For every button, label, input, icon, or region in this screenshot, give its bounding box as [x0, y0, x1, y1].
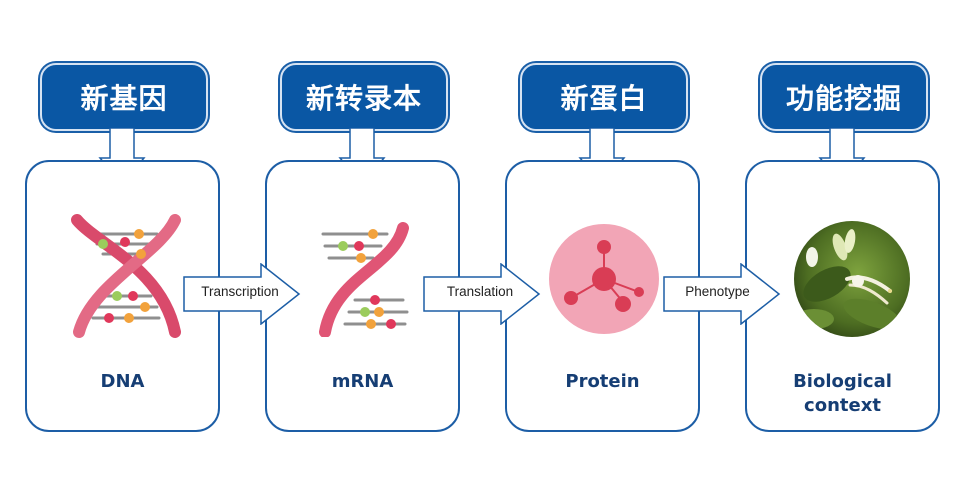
label-phenotype: Phenotype	[685, 284, 750, 299]
plant-photo-icon	[794, 221, 910, 337]
label-translation: Translation	[446, 284, 514, 299]
header-new-transcript: 新转录本	[280, 63, 448, 131]
header-new-protein: 新蛋白	[520, 63, 688, 131]
header-function-mining: 功能挖掘	[760, 63, 928, 131]
flow-arrow-icon	[663, 263, 781, 325]
label-mrna: mRNA	[331, 371, 394, 392]
header-new-gene: 新基因	[40, 63, 208, 131]
label-transcription: Transcription	[201, 284, 279, 299]
flow-arrow-icon	[183, 263, 301, 325]
label-protein: Protein	[565, 371, 640, 392]
flow-arrow-icon	[423, 263, 541, 325]
protein-molecule-icon	[549, 224, 659, 334]
label-dna: DNA	[100, 371, 145, 392]
label-line-2: context	[804, 395, 881, 416]
dna-helix-icon	[71, 214, 181, 338]
mrna-strand-icon	[319, 222, 409, 337]
label-line-1: Biological	[793, 371, 892, 392]
label-biological-context: Biological context	[747, 370, 938, 418]
